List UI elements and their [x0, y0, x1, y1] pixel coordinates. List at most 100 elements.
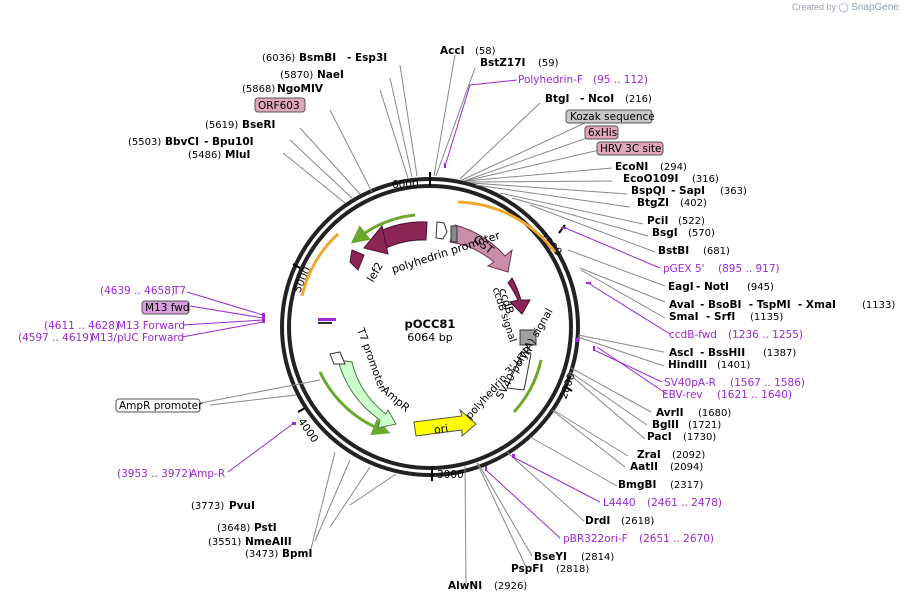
- created-by-text: Created by: [792, 2, 837, 12]
- ngomiv-pos: (5868): [242, 84, 275, 95]
- polyhedrin-f-pos: (95 .. 112): [593, 74, 648, 86]
- polyhedrin-f-name: Polyhedrin-F: [518, 74, 583, 86]
- pspfi-pos: (2818): [556, 564, 589, 575]
- naei-pos: (5870): [280, 70, 313, 81]
- noti-name: - NotI: [696, 281, 729, 293]
- eagi-name: EagI: [668, 281, 694, 293]
- bglii-pos: (1721): [688, 420, 721, 431]
- esp3i-name: - Esp3I: [347, 52, 387, 64]
- feature-lef2: lef2: [364, 260, 386, 284]
- t7-name: T7: [172, 285, 186, 297]
- bsgi-pos: (570): [688, 228, 715, 239]
- smai-pos: (1135): [750, 312, 783, 323]
- site-lines: [209, 54, 666, 584]
- eagi-pos: (945): [747, 282, 774, 293]
- acci-name: AccI: [440, 45, 464, 57]
- amp-r-pos: (3953 .. 3972): [117, 468, 192, 480]
- plasmid-size: 6064 bp: [407, 331, 452, 344]
- bspqi-pos: (363): [720, 186, 747, 197]
- hindiii-pos: (1401): [717, 360, 750, 371]
- ebv-rev-pos: (1621 .. 1640): [717, 389, 792, 401]
- srfi-name: - SrfI: [706, 311, 735, 323]
- feature-lines: [189, 109, 609, 406]
- feature-ori: ori: [433, 422, 449, 437]
- pbr322ori-f-name: pBR322ori-F: [563, 533, 628, 545]
- t7-pos: (4639 .. 4658): [100, 285, 175, 297]
- orf603-label: ORF603: [258, 100, 300, 112]
- sixhis-label: 6xHis: [588, 127, 617, 139]
- tick-6000: 6000: [392, 179, 419, 191]
- avrii-pos: (1680): [698, 408, 731, 419]
- bbvci-pos: (5503): [128, 137, 161, 148]
- feature-ccdb-signal: ccdB signal: [490, 286, 518, 344]
- m13puc-pos: (4597 .. 4619): [18, 332, 93, 344]
- acci-pos: (58): [475, 46, 496, 57]
- econi-pos: (294): [660, 162, 687, 173]
- naei-name: NaeI: [317, 69, 344, 81]
- bspqi-name: BspQI: [631, 185, 666, 197]
- labels-left: (4639 .. 4658) T7 (4611 .. 4628) M13 For…: [18, 285, 312, 560]
- bstz17i-pos: (59): [538, 58, 559, 69]
- pbr322ori-f-pos: (2651 .. 2670): [639, 533, 714, 545]
- zrai-pos: (2092): [672, 450, 705, 461]
- btgi-name: BtgI: [545, 93, 569, 105]
- feature-graphics: [262, 163, 595, 471]
- nmeaiii-pos: (3551): [208, 537, 241, 548]
- labels-top-right: AccI (58) BstZ17I (59) Polyhedrin-F (95 …: [440, 45, 895, 592]
- mlui-name: MluI: [225, 149, 250, 161]
- l4440-name: L4440: [603, 497, 636, 509]
- nmeaiii-name: NmeAIII: [245, 536, 292, 548]
- asci-name: AscI: [669, 347, 694, 359]
- drdi-name: DrdI: [585, 515, 610, 527]
- hrv3c-label: HRV 3C site: [600, 143, 661, 155]
- drdi-pos: (2618): [621, 516, 654, 527]
- ccdb-fwd-pos: (1236 .. 1255): [728, 329, 803, 341]
- m13forward-name: M13 Forward: [117, 320, 185, 332]
- asci-pos: (1387): [763, 348, 796, 359]
- eco0109i-pos: (316): [692, 174, 719, 185]
- bsshii-name: - BssHII: [700, 347, 745, 359]
- bpu10i-name: - Bpu10I: [204, 136, 254, 148]
- econi-name: EcoNI: [615, 161, 648, 173]
- eco0109i-name: EcoO109I: [623, 173, 678, 185]
- hindiii-name: HindIII: [668, 359, 707, 371]
- bstbi-pos: (681): [703, 246, 730, 257]
- pcii-pos: (522): [678, 216, 705, 227]
- alwni-name: AlwNI: [448, 580, 482, 592]
- pvui-name: PvuI: [229, 500, 255, 512]
- paci-pos: (1730): [683, 432, 716, 443]
- btgi-pos: (216): [625, 94, 652, 105]
- m13forward-pos: (4611 .. 4628): [44, 320, 119, 332]
- feature-ampr: AmpR: [379, 383, 413, 414]
- pgex5-name: pGEX 5': [663, 263, 705, 275]
- bmgbi-name: BmgBI: [618, 479, 656, 491]
- zrai-name: ZraI: [637, 449, 661, 461]
- smai-name: SmaI: [669, 311, 699, 323]
- psti-name: PstI: [254, 522, 277, 534]
- m13fwd-box-label: M13 fwd: [145, 302, 190, 314]
- snapgene-logo-icon: ◯: [838, 2, 849, 12]
- plasmid-name: pOCC81: [405, 317, 456, 331]
- l4440-pos: (2461 .. 2478): [647, 497, 722, 509]
- amp-r-name: Amp-R: [190, 468, 225, 480]
- bseri-name: BseRI: [242, 119, 275, 131]
- pspfi-name: PspFI: [511, 563, 543, 575]
- bseyi-name: BseYI: [534, 551, 567, 563]
- pvui-pos: (3773): [191, 501, 224, 512]
- bseri-pos: (5619): [205, 120, 238, 131]
- labels-top-left: (6036) BsmBI - Esp3I (5870) NaeI (5868) …: [128, 52, 387, 161]
- bstbi-name: BstBI: [658, 245, 689, 257]
- bstz17i-name: BstZ17I: [480, 57, 525, 69]
- bpmi-pos: (3473): [245, 549, 278, 560]
- alwni-pos: (2926): [494, 581, 527, 592]
- bsmbi-name: BsmBI: [299, 52, 336, 64]
- bmgbi-pos: (2317): [670, 480, 703, 491]
- pcii-name: PciI: [647, 215, 668, 227]
- bglii-name: BglII: [652, 419, 679, 431]
- bseyi-pos: (2814): [581, 552, 614, 563]
- btgzi-name: BtgZI: [637, 197, 669, 209]
- bbvci-name: BbvCI: [165, 136, 199, 148]
- kozak-label: Kozak sequence: [570, 111, 655, 123]
- sv40pa-r-pos: (1567 .. 1586): [730, 377, 805, 389]
- tick-3000: 3000: [437, 469, 464, 481]
